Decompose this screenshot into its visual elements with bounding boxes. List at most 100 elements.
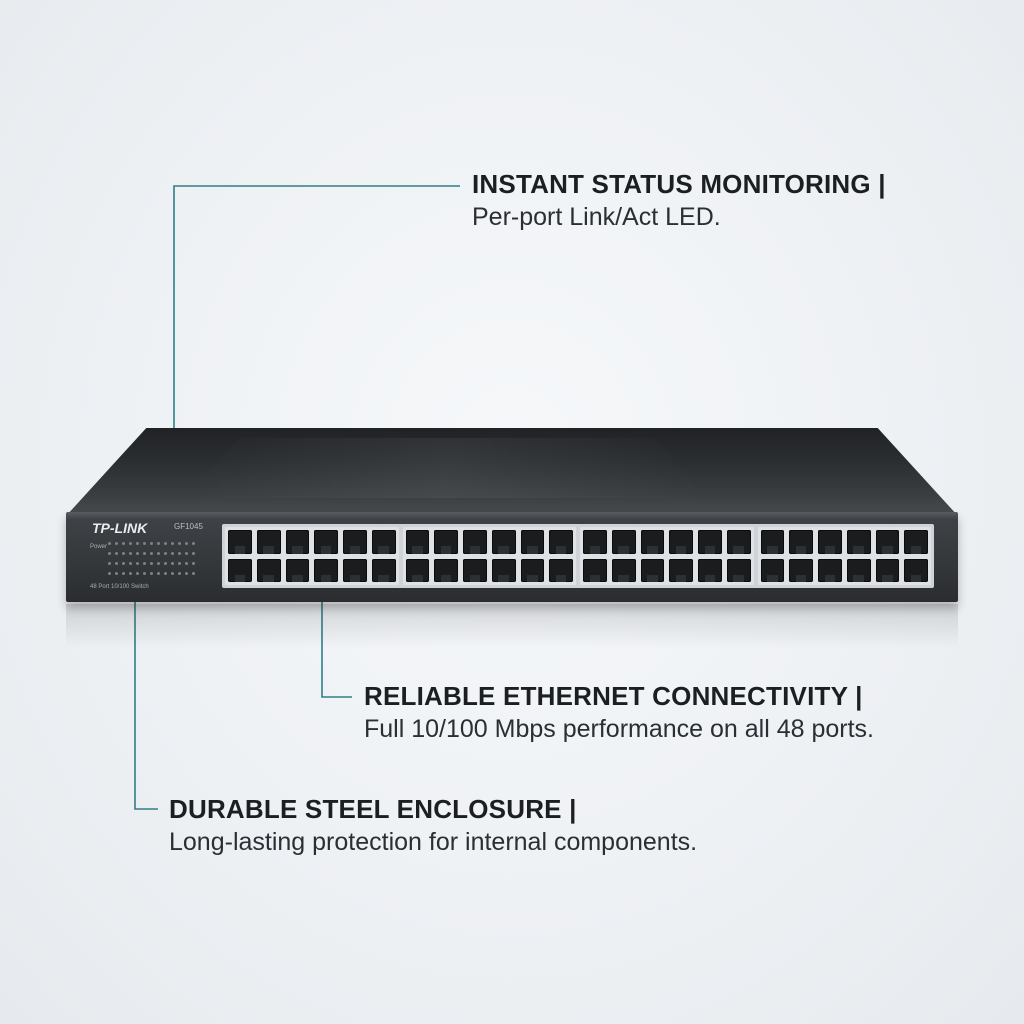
rj45-port	[846, 530, 871, 554]
led-indicator	[157, 552, 160, 555]
led-indicator	[129, 552, 132, 555]
rj45-port	[228, 558, 252, 582]
led-indicator	[143, 562, 146, 565]
rj45-port	[520, 530, 545, 554]
rj45-port	[371, 530, 396, 554]
led-indicator	[115, 572, 118, 575]
rj45-port	[698, 558, 722, 582]
led-indicator-grid	[108, 542, 195, 582]
led-indicator	[143, 572, 146, 575]
led-indicator	[136, 562, 139, 565]
rj45-port	[285, 558, 310, 582]
callout-ethernet-desc: Full 10/100 Mbps performance on all 48 p…	[364, 715, 874, 743]
rj45-port	[463, 558, 487, 582]
rj45-port	[818, 558, 842, 582]
led-row	[108, 572, 195, 575]
led-indicator	[136, 572, 139, 575]
rj45-port	[875, 530, 900, 554]
rj45-port	[491, 530, 516, 554]
switch-front-panel: TP-LINK GF1045 Power 48 Port 10/100 Swit…	[66, 512, 958, 602]
rj45-port	[640, 530, 665, 554]
power-label: Power	[90, 544, 108, 550]
switch-lid-shine	[186, 438, 706, 498]
callout-ethernet-title: RELIABLE ETHERNET CONNECTIVITY |	[364, 681, 863, 711]
rj45-port	[760, 558, 785, 582]
callout-steel-enclosure: DURABLE STEEL ENCLOSURE | Long-lasting p…	[169, 793, 697, 859]
led-row	[108, 552, 195, 555]
led-indicator	[150, 572, 153, 575]
switch-top-lid	[66, 428, 958, 516]
rj45-port	[904, 530, 928, 554]
rj45-port	[314, 558, 338, 582]
led-indicator	[108, 542, 111, 545]
led-indicator	[171, 552, 174, 555]
led-indicator	[157, 562, 160, 565]
rj45-port	[256, 530, 281, 554]
led-indicator	[178, 552, 181, 555]
led-indicator	[192, 572, 195, 575]
led-indicator	[122, 562, 125, 565]
rj45-port	[491, 558, 516, 582]
led-indicator	[122, 572, 125, 575]
callout-ethernet-connectivity: RELIABLE ETHERNET CONNECTIVITY | Full 10…	[364, 680, 874, 746]
led-indicator	[192, 552, 195, 555]
led-indicator	[122, 552, 125, 555]
rj45-port	[818, 530, 842, 554]
led-indicator	[136, 552, 139, 555]
rj45-port	[726, 558, 751, 582]
switch-reflection	[66, 604, 958, 648]
led-indicator	[178, 562, 181, 565]
rj45-port	[285, 530, 310, 554]
rj45-port	[228, 530, 252, 554]
rj45-port	[904, 558, 928, 582]
rj45-port	[640, 558, 665, 582]
network-switch: TP-LINK GF1045 Power 48 Port 10/100 Swit…	[66, 428, 958, 602]
led-row	[108, 542, 195, 545]
rj45-port	[434, 558, 458, 582]
rj45-port	[669, 558, 693, 582]
rj45-port	[343, 558, 367, 582]
brand-logo: TP-LINK	[92, 520, 148, 536]
led-indicator	[129, 542, 132, 545]
rj45-port	[371, 558, 396, 582]
led-indicator	[108, 562, 111, 565]
port-block	[580, 527, 754, 585]
rj45-port	[434, 530, 458, 554]
led-indicator	[115, 552, 118, 555]
rj45-port	[463, 530, 487, 554]
rj45-port	[789, 558, 813, 582]
led-indicator	[157, 572, 160, 575]
led-indicator	[150, 542, 153, 545]
led-indicator	[150, 552, 153, 555]
led-indicator	[171, 562, 174, 565]
led-row	[108, 562, 195, 565]
rj45-port	[314, 530, 338, 554]
led-indicator	[164, 552, 167, 555]
led-indicator	[185, 542, 188, 545]
rj45-port	[611, 530, 636, 554]
led-indicator	[122, 542, 125, 545]
device-description: 48 Port 10/100 Switch	[90, 584, 149, 590]
port-block	[402, 527, 576, 585]
callout-enclosure-desc: Long-lasting protection for internal com…	[169, 828, 698, 856]
led-indicator	[164, 562, 167, 565]
led-indicator	[185, 572, 188, 575]
port-block	[757, 527, 931, 585]
led-indicator	[136, 542, 139, 545]
led-indicator	[115, 542, 118, 545]
led-indicator	[157, 542, 160, 545]
led-indicator	[171, 572, 174, 575]
led-indicator	[115, 562, 118, 565]
model-label: GF1045	[174, 522, 203, 531]
callout-enclosure-title: DURABLE STEEL ENCLOSURE |	[169, 794, 577, 824]
rj45-port	[583, 558, 607, 582]
callout-status-monitoring: INSTANT STATUS MONITORING | Per-port Lin…	[472, 168, 886, 234]
rj45-port	[405, 530, 430, 554]
led-indicator	[192, 562, 195, 565]
led-indicator	[108, 552, 111, 555]
led-indicator	[164, 542, 167, 545]
rj45-port	[343, 530, 367, 554]
led-indicator	[192, 542, 195, 545]
led-indicator	[150, 562, 153, 565]
callout-status-title: INSTANT STATUS MONITORING |	[472, 169, 886, 199]
